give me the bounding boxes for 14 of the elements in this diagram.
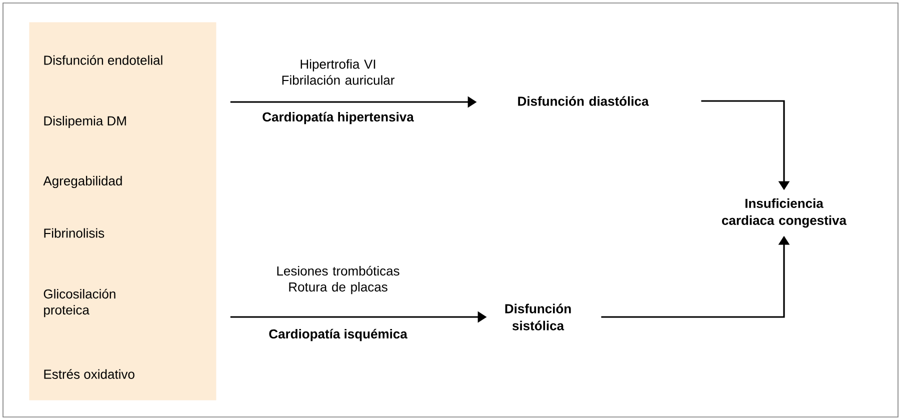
note-text: Hipertrofia VI Fibrilación auricular (282, 59, 394, 85)
list-item: Agregabilidad (43, 176, 122, 188)
outcome-text: Disfunción sistólica (505, 304, 571, 330)
edge-label: Cardiopatía hipertensiva (262, 112, 414, 124)
list-item: Dislipemia DM (44, 116, 126, 128)
outcome-text: Disfunción diastólica (518, 96, 649, 106)
list-item: Disfunción endotelial (44, 55, 162, 65)
factor-panel (29, 22, 216, 400)
edge-label: Cardiopatía isquémica (269, 328, 408, 342)
list-item: Fibrinolisis (44, 228, 104, 238)
outcome-text: Insuficiencia cardiaca congestiva (722, 198, 847, 228)
list-item: Estrés oxidativo (44, 369, 134, 379)
list-item: Glicosilación proteica (44, 288, 116, 318)
note-text: Lesiones trombóticas Rotura de placas (277, 266, 400, 294)
